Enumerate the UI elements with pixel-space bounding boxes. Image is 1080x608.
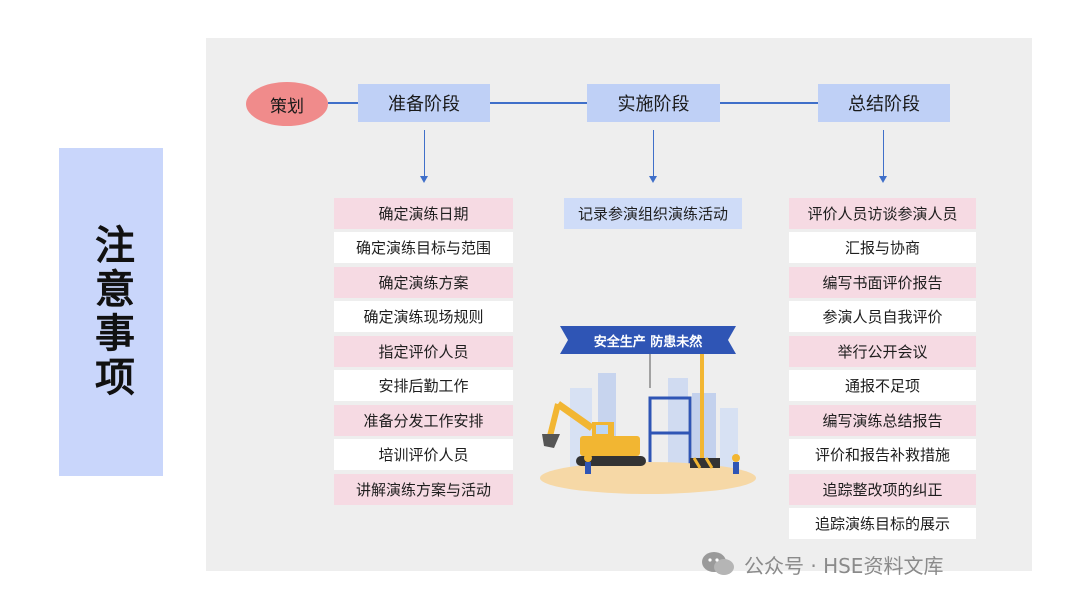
prep-item: 确定演练目标与范围 [334, 232, 513, 263]
prep-item: 确定演练日期 [334, 198, 513, 229]
summary-item: 举行公开会议 [789, 336, 976, 367]
prep-item: 讲解演练方案与活动 [334, 474, 513, 505]
arrow-prep-line [424, 130, 425, 176]
prep-item: 确定演练现场规则 [334, 301, 513, 332]
watermark: 公众号 · HSE资料文库 [700, 548, 943, 580]
connector-start-prep [328, 102, 358, 104]
start-node-planning: 策划 [246, 82, 328, 126]
side-title: 注意事项 [88, 224, 134, 400]
summary-item: 参演人员自我评价 [789, 301, 976, 332]
stage-summary: 总结阶段 [818, 84, 950, 122]
connector-impl-summary [720, 102, 818, 104]
side-title-box: 注意事项 [59, 148, 163, 476]
connector-prep-impl [490, 102, 587, 104]
summary-item: 编写演练总结报告 [789, 405, 976, 436]
summary-item: 追踪演练目标的展示 [789, 508, 976, 539]
prep-item: 准备分发工作安排 [334, 405, 513, 436]
arrow-summary-head [879, 176, 887, 183]
wechat-icon [700, 550, 736, 578]
summary-item: 通报不足项 [789, 370, 976, 401]
summary-item: 编写书面评价报告 [789, 267, 976, 298]
prep-item: 安排后勤工作 [334, 370, 513, 401]
arrow-summary-line [883, 130, 884, 176]
summary-item: 追踪整改项的纠正 [789, 474, 976, 505]
summary-item: 评价和报告补救措施 [789, 439, 976, 470]
summary-item: 评价人员访谈参演人员 [789, 198, 976, 229]
arrow-prep-head [420, 176, 428, 183]
stage-implementation: 实施阶段 [587, 84, 720, 122]
safety-banner-text: 安全生产 防患未然 [593, 334, 703, 350]
prep-item: 指定评价人员 [334, 336, 513, 367]
prep-item: 培训评价人员 [334, 439, 513, 470]
watermark-text: 公众号 · HSE资料文库 [744, 553, 944, 578]
arrow-impl-line [653, 130, 654, 176]
stage-preparation: 准备阶段 [358, 84, 490, 122]
construction-site-illustration: 安全生产 防患未然 [540, 318, 756, 500]
summary-item: 汇报与协商 [789, 232, 976, 263]
construction-scene-svg [540, 326, 756, 494]
arrow-impl-head [649, 176, 657, 183]
prep-item: 确定演练方案 [334, 267, 513, 298]
impl-item: 记录参演组织演练活动 [564, 198, 742, 229]
